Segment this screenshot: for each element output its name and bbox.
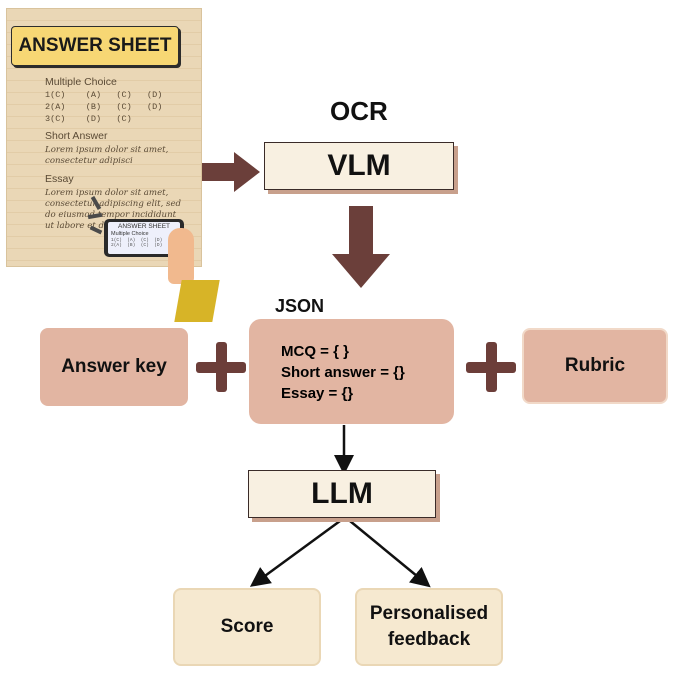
hand-illustration [168,228,194,284]
arrow-llm-to-feedback [349,520,431,588]
essay-text-line: Lorem ipsum dolor sit amet, [45,188,169,198]
mc-heading: Multiple Choice [45,76,117,88]
rubric-box: Rubric [522,328,668,404]
feedback-box: Personalised feedback [355,588,503,666]
essay-text-line: do eiusmod tempor incididunt [45,210,177,220]
mc-row: 1(C) (A) (C) (D) [45,90,163,100]
vlm-box: VLM [264,142,454,190]
phone-screen-row: 2(A) (B) (C) (D) [111,243,163,248]
essay-heading: Essay [45,173,74,185]
essay-text-line: consectetur adipiscing elit, sed [45,199,182,209]
json-short-answer-line: Short answer = {} [281,364,405,381]
camera-flash-icon [87,196,103,235]
arrow-right-icon [202,152,260,192]
answer-sheet-title: ANSWER SHEET [11,26,179,66]
json-mcq-line: MCQ = { } [281,343,349,360]
phone-screen-heading: Multiple Choice [111,231,149,237]
short-answer-text-line: Lorem ipsum dolor sit amet, [45,145,169,155]
phone-screen-title: ANSWER SHEET [118,223,171,230]
json-essay-line: Essay = {} [281,385,354,402]
answer-key-box: Answer key [40,328,188,406]
plus-icon [466,342,516,392]
llm-box: LLM [248,470,436,518]
score-box: Score [173,588,321,666]
feedback-line: Personalised [369,603,489,624]
ocr-label: OCR [330,96,388,126]
json-label: JSON [275,296,325,316]
phone-screen-row: 1(C) (A) (C) (D) [111,238,163,243]
short-answer-text-line: consectetur adipisci [45,156,133,166]
plus-icon [196,342,246,392]
essay-text-line: ut labore et dolore [45,221,127,231]
mc-row: 3(C) (D) (C) [45,114,132,124]
feedback-line: feedback [387,629,471,650]
mc-row: 2(A) (B) (C) (D) [45,102,163,112]
arrow-down-icon [332,206,390,288]
arrow-llm-to-score [249,519,341,587]
json-box: MCQ = { } Short answer = {} Essay = {} [249,319,454,424]
short-answer-heading: Short Answer [45,130,108,142]
